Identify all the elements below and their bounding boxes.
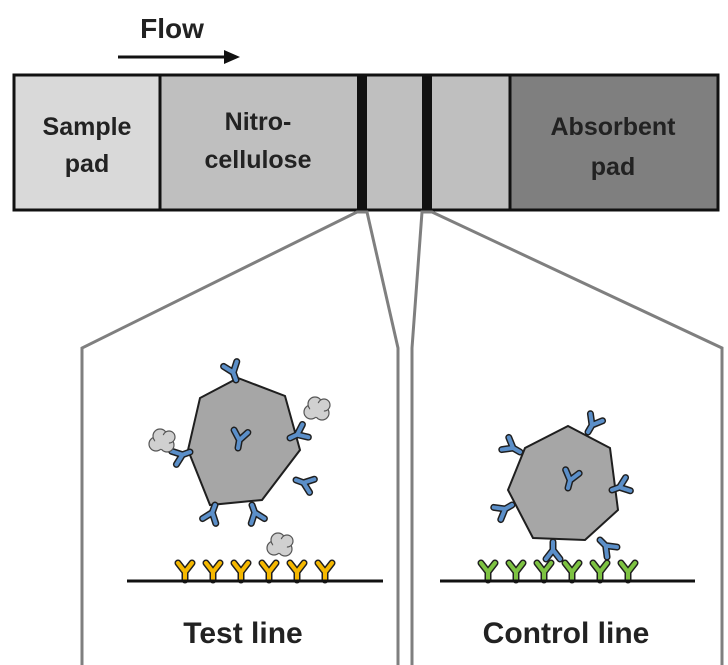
sample-pad — [12, 73, 162, 212]
nitrocellulose-label-2: cellulose — [205, 146, 312, 174]
sample-pad-label-2: pad — [65, 150, 109, 178]
test-line-panel: Test line — [80, 210, 400, 665]
test-line-label: Test line — [183, 617, 302, 650]
test-line-band — [357, 75, 367, 210]
sample-pad-label-1: Sample — [43, 113, 132, 141]
flow-label: Flow — [140, 13, 204, 44]
test-strip: Sample pad Nitro- cellulose Absorbent pa… — [12, 73, 720, 212]
absorbent-pad-label-2: pad — [591, 153, 635, 181]
control-panel-outline — [410, 210, 724, 665]
flow-indicator: Flow — [118, 13, 240, 64]
absorbent-pad-label-1: Absorbent — [551, 113, 677, 141]
test-panel-outline — [80, 210, 400, 665]
control-line-label: Control line — [483, 617, 650, 650]
control-line-panel: Control line — [410, 210, 724, 665]
nitrocellulose-membrane — [158, 73, 512, 212]
control-line-band — [422, 75, 432, 210]
control-capture-antibodies — [481, 563, 635, 580]
test-particle-icon — [186, 376, 302, 507]
test-capture-antibodies — [178, 563, 332, 580]
flow-arrowhead-icon — [224, 50, 240, 64]
absorbent-pad — [508, 73, 720, 212]
control-particle-icon — [506, 424, 620, 542]
nitrocellulose-label-1: Nitro- — [225, 108, 292, 136]
